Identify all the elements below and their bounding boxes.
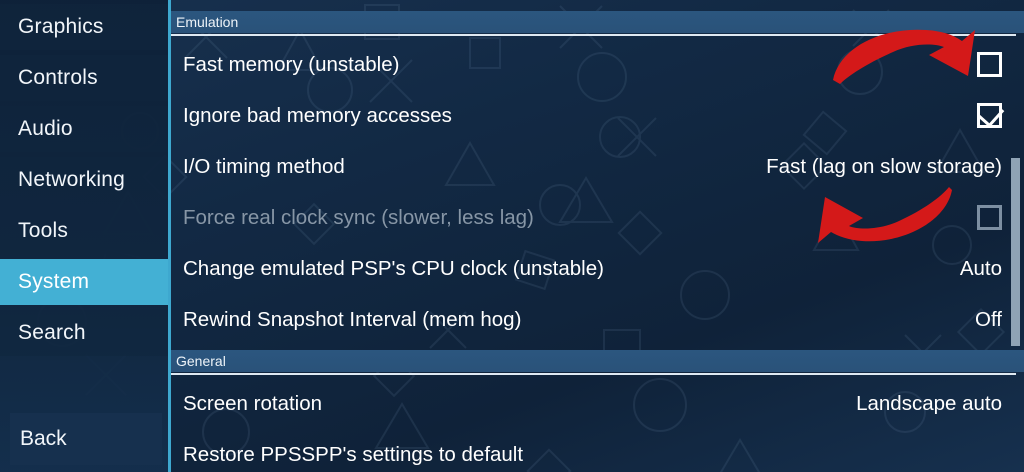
section-header-label: Emulation <box>176 14 239 30</box>
section-header-label: General <box>176 353 226 369</box>
row-label: Change emulated PSP's CPU clock (unstabl… <box>183 256 604 280</box>
row-rewind-snapshot-interval[interactable]: Rewind Snapshot Interval (mem hog) Off <box>171 294 1024 345</box>
sidebar-item-graphics[interactable]: Graphics <box>0 4 168 50</box>
row-io-timing-method[interactable]: I/O timing method Fast (lag on slow stor… <box>171 141 1024 192</box>
sidebar-item-label: Graphics <box>18 15 104 38</box>
section-header-general: General <box>171 350 1024 372</box>
row-label: Force real clock sync (slower, less lag) <box>183 205 534 229</box>
row-label: Ignore bad memory accesses <box>183 103 452 127</box>
row-restore-settings-to-default[interactable]: Restore PPSSPP's settings to default <box>171 429 1024 472</box>
section-rule-emulation <box>171 34 1016 36</box>
row-force-real-clock-sync: Force real clock sync (slower, less lag) <box>171 192 1024 243</box>
row-label: Screen rotation <box>183 391 323 415</box>
sidebar-item-system[interactable]: System <box>0 259 168 305</box>
sidebar-item-label: System <box>18 270 90 293</box>
row-label: Rewind Snapshot Interval (mem hog) <box>183 307 522 331</box>
sidebar-item-label: Search <box>18 321 86 344</box>
row-ignore-bad-memory-accesses[interactable]: Ignore bad memory accesses <box>171 90 1024 141</box>
sidebar-item-audio[interactable]: Audio <box>0 106 168 152</box>
sidebar-accent-line <box>168 0 171 472</box>
row-fast-memory[interactable]: Fast memory (unstable) <box>171 39 1024 90</box>
row-label: I/O timing method <box>183 154 345 178</box>
checkmark-glyph <box>977 100 1005 128</box>
checkbox-checked-icon[interactable] <box>977 100 1005 128</box>
sidebar-item-label: Tools <box>18 219 69 242</box>
back-button[interactable]: Back <box>10 413 162 465</box>
settings-content-panel: Emulation Fast memory (unstable) Ignore … <box>171 0 1024 472</box>
row-value: Auto <box>959 256 1002 280</box>
sidebar-item-label: Networking <box>18 168 126 191</box>
sidebar-item-controls[interactable]: Controls <box>0 55 168 101</box>
row-value: Off <box>975 307 1002 331</box>
back-button-label: Back <box>20 427 67 450</box>
row-value: Fast (lag on slow storage) <box>766 154 1002 178</box>
row-value: Landscape auto <box>856 391 1002 415</box>
row-label: Restore PPSSPP's settings to default <box>183 442 524 466</box>
row-screen-rotation[interactable]: Screen rotation Landscape auto <box>171 378 1024 429</box>
sidebar-item-label: Audio <box>18 117 73 140</box>
settings-sidebar: Graphics Controls Audio Networking Tools… <box>0 0 168 472</box>
checkbox-disabled-icon <box>977 205 1002 230</box>
scrollbar-thumb[interactable] <box>1011 158 1020 346</box>
checkbox-unchecked-icon[interactable] <box>977 52 1002 77</box>
sidebar-item-label: Controls <box>18 66 98 89</box>
sidebar-item-search[interactable]: Search <box>0 310 168 356</box>
row-label: Fast memory (unstable) <box>183 52 400 76</box>
row-change-psp-cpu-clock[interactable]: Change emulated PSP's CPU clock (unstabl… <box>171 243 1024 294</box>
section-header-emulation: Emulation <box>171 11 1024 33</box>
sidebar-item-tools[interactable]: Tools <box>0 208 168 254</box>
section-rule-general <box>171 373 1016 375</box>
sidebar-item-networking[interactable]: Networking <box>0 157 168 203</box>
